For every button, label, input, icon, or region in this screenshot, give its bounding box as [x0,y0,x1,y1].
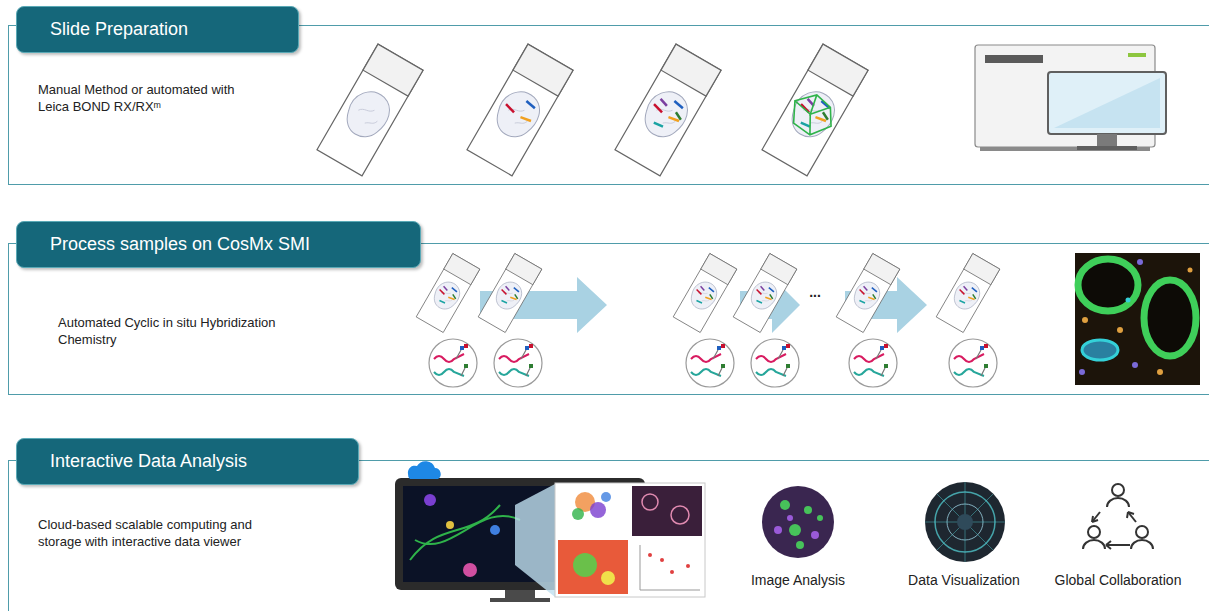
section-band: Slide PreparationManual Method or automa… [8,25,1209,185]
section-description: Cloud-based scalable computing and stora… [38,516,273,550]
slide-sequence [317,44,868,176]
section-band: Process samples on CosMx SMIAutomated Cy… [8,243,1209,395]
stainer-instrument [975,45,1166,151]
data-visualization-icon [925,482,1005,562]
image-analysis-icon [762,486,834,558]
section-description-box: Automated Cyclic in situ Hybridization C… [58,314,313,348]
continuation-dots: ... [809,284,821,300]
section-description: Manual Method or automated with Leica BO… [38,81,253,115]
section-heading: Interactive Data Analysis [50,451,247,472]
icon-caption: Data Visualization [908,572,1020,588]
section-description: Automated Cyclic in situ Hybridization C… [58,314,313,348]
section-tab: Slide Preparation [16,6,299,53]
zoom-panel [515,483,705,597]
section-tab: Process samples on CosMx SMI [16,221,421,268]
section-tab: Interactive Data Analysis [16,438,359,485]
section-heading: Process samples on CosMx SMI [50,234,310,255]
section-description-box: Cloud-based scalable computing and stora… [38,516,273,550]
caption-box: Image Analysis [751,571,845,589]
caption-box: Data Visualization [908,571,1020,589]
section-heading: Slide Preparation [50,19,188,40]
caption-box: ... [809,283,821,301]
probe-bubbles [429,339,997,387]
cycle-slides [416,254,1000,333]
section-band: Interactive Data AnalysisCloud-based sca… [8,460,1209,611]
tissue-image [1075,253,1200,385]
icon-caption: Global Collaboration [1055,572,1182,588]
caption-box: Global Collaboration [1055,571,1182,589]
section-description-box: Manual Method or automated with Leica BO… [38,81,253,115]
collaboration-icon [1083,484,1153,549]
icon-caption: Image Analysis [751,572,845,588]
